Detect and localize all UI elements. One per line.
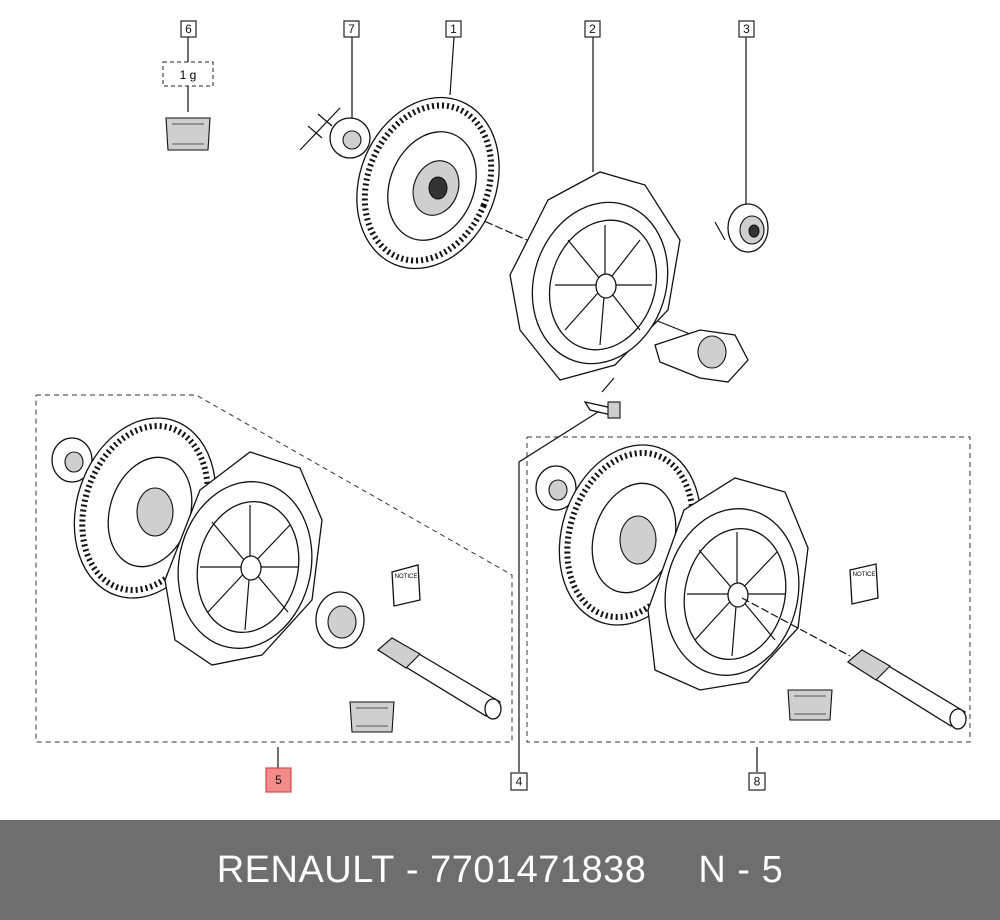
kit-8-grease-sachet xyxy=(787,689,833,721)
svg-text:1: 1 xyxy=(450,22,457,36)
kit-5-grease-sachet xyxy=(349,701,395,733)
svg-text:7: 7 xyxy=(348,22,355,36)
concentric-slave-cylinder xyxy=(654,329,749,383)
exploded-parts-diagram: 1 g xyxy=(35,20,971,793)
callout-1: 1 xyxy=(445,20,462,38)
kit-5-pressure-plate xyxy=(164,451,323,666)
callout-6: 6 xyxy=(180,20,197,38)
callout-2: 2 xyxy=(584,20,601,38)
svg-text:6: 6 xyxy=(185,22,192,36)
kit-8-pilot-bearing xyxy=(535,465,577,511)
part-info-footer: RENAULT - 7701471838 N - 5 xyxy=(0,820,1000,920)
kit-8-notice-booklet: NOTICE xyxy=(849,563,879,605)
grease-quantity-label: 1 g xyxy=(180,68,197,82)
svg-text:2: 2 xyxy=(589,22,596,36)
kit-8-pressure-plate xyxy=(647,477,809,691)
callout-5-highlighted: 5 xyxy=(265,767,292,793)
separator-dash: - xyxy=(405,848,419,891)
svg-text:3: 3 xyxy=(743,22,750,36)
pilot-bearing-7 xyxy=(299,107,371,159)
clutch-disc-1 xyxy=(356,96,500,270)
brand-name: RENAULT xyxy=(216,848,395,891)
pressure-plate-2 xyxy=(509,171,681,381)
part-number: 7701471838 xyxy=(430,848,647,891)
mounting-bolt xyxy=(583,377,621,419)
kit-5-notice-booklet: NOTICE xyxy=(391,564,421,607)
svg-text:5: 5 xyxy=(275,773,282,787)
callout-7: 7 xyxy=(343,20,360,38)
callout-3: 3 xyxy=(738,20,755,38)
kit-8-notice-label: NOTICE xyxy=(853,572,876,578)
release-bearing-3 xyxy=(714,203,769,253)
callout-8: 8 xyxy=(748,772,766,791)
callout-4: 4 xyxy=(510,772,528,791)
kit-5-pilot-bearing xyxy=(51,437,93,483)
kit-5-boundary xyxy=(35,394,513,743)
kit-8-alignment-tool xyxy=(846,649,967,730)
diagram-reference: N - 5 xyxy=(698,848,784,891)
svg-text:4: 4 xyxy=(516,775,523,789)
kit-5-release-bearing xyxy=(315,591,365,649)
kit-8-boundary xyxy=(526,436,971,743)
svg-text:8: 8 xyxy=(754,775,761,789)
grease-sachet-6: 1 g xyxy=(162,61,214,151)
kit-5-notice-label: NOTICE xyxy=(395,574,418,580)
kit-5-alignment-tool xyxy=(376,637,502,720)
